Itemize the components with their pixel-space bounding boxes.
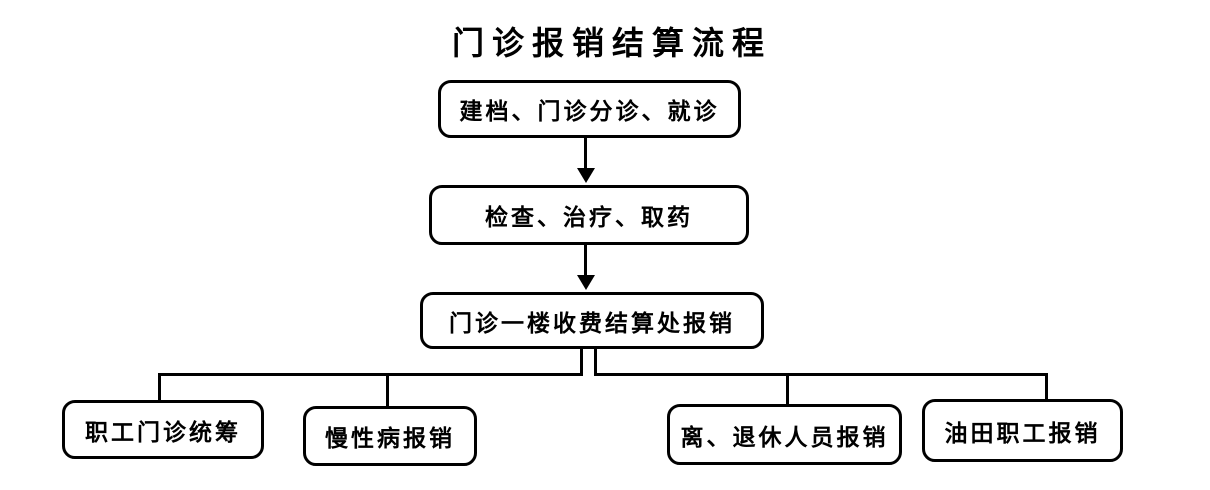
connector-drop-branch2 bbox=[386, 373, 389, 407]
flow-node-label: 离、退休人员报销 bbox=[680, 424, 889, 450]
flow-node-label: 门诊一楼收费结算处报销 bbox=[449, 310, 735, 336]
flow-node-label: 检查、治疗、取药 bbox=[485, 205, 693, 230]
arrow-down-icon bbox=[577, 168, 595, 183]
connector-bus-left bbox=[158, 373, 583, 376]
flow-node-chronic-disease: 慢性病报销 bbox=[303, 406, 477, 466]
connector-riser-left bbox=[580, 349, 583, 376]
connector-drop-branch1 bbox=[158, 373, 161, 401]
connector-drop-branch4 bbox=[1045, 373, 1048, 400]
flow-node-retired-personnel: 离、退休人员报销 bbox=[667, 404, 902, 465]
flow-node-employee-outpatient: 职工门诊统筹 bbox=[62, 400, 264, 459]
flow-node-settlement-office: 门诊一楼收费结算处报销 bbox=[420, 292, 764, 349]
flow-node-label: 职工门诊统筹 bbox=[85, 419, 241, 445]
connector-drop-branch3 bbox=[786, 373, 789, 405]
diagram-title: 门诊报销结算流程 bbox=[452, 25, 773, 61]
arrow-down-icon bbox=[577, 275, 595, 290]
flow-node-oilfield-employee: 油田职工报销 bbox=[922, 399, 1123, 462]
flow-node-exam-treatment: 检查、治疗、取药 bbox=[429, 185, 749, 245]
arrow-down-shaft-2 bbox=[584, 245, 587, 276]
connector-bus-right bbox=[594, 373, 1048, 376]
flow-node-label: 建档、门诊分诊、就诊 bbox=[459, 99, 720, 124]
flow-node-label: 慢性病报销 bbox=[325, 426, 455, 451]
arrow-down-shaft-1 bbox=[584, 138, 587, 169]
flow-node-register-triage: 建档、门诊分诊、就诊 bbox=[438, 80, 741, 138]
flow-node-label: 油田职工报销 bbox=[944, 420, 1101, 446]
connector-riser-right bbox=[594, 349, 597, 376]
